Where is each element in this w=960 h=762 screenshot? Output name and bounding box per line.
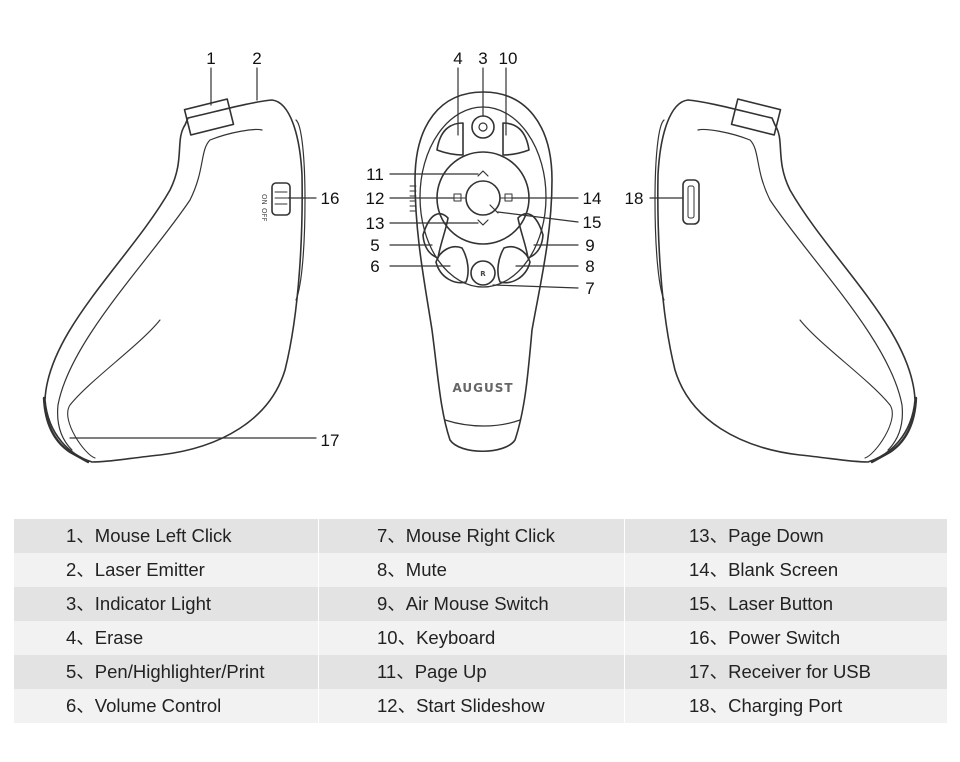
mouse-left-click-button	[183, 98, 235, 136]
right-body-contour	[697, 128, 903, 451]
left-side-view	[42, 67, 317, 464]
legend-item: 11、Page Up	[319, 655, 625, 689]
air-mouse-switch	[517, 213, 544, 259]
legend-item: 12、Start Slideshow	[319, 689, 625, 723]
keyboard-button	[502, 122, 530, 156]
right-side-view	[649, 98, 918, 464]
legend-item: 10、Keyboard	[319, 621, 625, 655]
callout-16: 16	[321, 189, 340, 208]
switch-on-label: ON	[260, 194, 268, 205]
callout-4: 4	[453, 49, 462, 68]
legend-item: 9、Air Mouse Switch	[319, 587, 625, 621]
legend-item: 8、Mute	[319, 553, 625, 587]
right-top-button	[730, 98, 782, 136]
callout-11: 11	[366, 165, 384, 184]
legend-table: 1、Mouse Left Click 2、Laser Emitter 3、Ind…	[14, 519, 948, 723]
right-body-outline	[657, 99, 916, 463]
callout-18: 18	[625, 189, 644, 208]
callout-10: 10	[499, 49, 518, 68]
volume-button	[435, 246, 469, 284]
legend-column-2: 7、Mouse Right Click 8、Mute 9、Air Mouse S…	[319, 519, 625, 723]
erase-button	[436, 122, 464, 156]
callout-15: 15	[583, 213, 602, 232]
legend-item: 3、Indicator Light	[14, 587, 319, 621]
callout-13: 13	[366, 214, 385, 233]
legend-item: 16、Power Switch	[625, 621, 948, 655]
legend-item: 17、Receiver for USB	[625, 655, 948, 689]
pen-button	[422, 213, 449, 259]
callout-7: 7	[585, 279, 594, 298]
legend-item: 18、Charging Port	[625, 689, 948, 723]
left-lower-contour	[67, 319, 161, 459]
power-switch	[271, 182, 291, 216]
button-panel-outline	[419, 106, 547, 288]
legend-item: 14、Blank Screen	[625, 553, 948, 587]
callout-2: 2	[252, 49, 261, 68]
callout-8: 8	[585, 257, 594, 276]
legend-item: 1、Mouse Left Click	[14, 519, 319, 553]
callout-14: 14	[583, 189, 602, 208]
legend-column-1: 1、Mouse Left Click 2、Laser Emitter 3、Ind…	[14, 519, 319, 723]
legend-item: 2、Laser Emitter	[14, 553, 319, 587]
left-body-contour	[57, 128, 263, 451]
left-body-outline	[44, 99, 303, 463]
indicator-light	[471, 115, 495, 139]
legend-item: 6、Volume Control	[14, 689, 319, 723]
legend-item: 13、Page Down	[625, 519, 948, 553]
legend-item: 15、Laser Button	[625, 587, 948, 621]
right-click-glyph: R	[480, 270, 486, 278]
front-body-outline	[414, 91, 553, 453]
switch-off-label: OFF	[260, 208, 268, 222]
callout-9: 9	[585, 236, 594, 255]
usb-receiver-slot	[42, 396, 90, 464]
callout-17: 17	[321, 431, 340, 450]
front-view	[389, 67, 579, 453]
legend-item: 4、Erase	[14, 621, 319, 655]
callout-1: 1	[206, 49, 215, 68]
legend-item: 5、Pen/Highlighter/Print	[14, 655, 319, 689]
device-diagram: AUGUST ON OFF R 1 2 4 3 10 16 17 11 12 1…	[42, 49, 918, 464]
legend-column-3: 13、Page Down 14、Blank Screen 15、Laser Bu…	[625, 519, 948, 723]
callout-12: 12	[366, 189, 385, 208]
charging-port	[682, 179, 700, 225]
callout-6: 6	[370, 257, 379, 276]
mouse-right-click-button	[470, 260, 496, 286]
mute-button	[497, 246, 531, 284]
brand-logo: AUGUST	[452, 381, 513, 395]
callout-5: 5	[370, 236, 379, 255]
legend-item: 7、Mouse Right Click	[319, 519, 625, 553]
left-button-edge	[295, 119, 306, 301]
callout-3: 3	[478, 49, 487, 68]
